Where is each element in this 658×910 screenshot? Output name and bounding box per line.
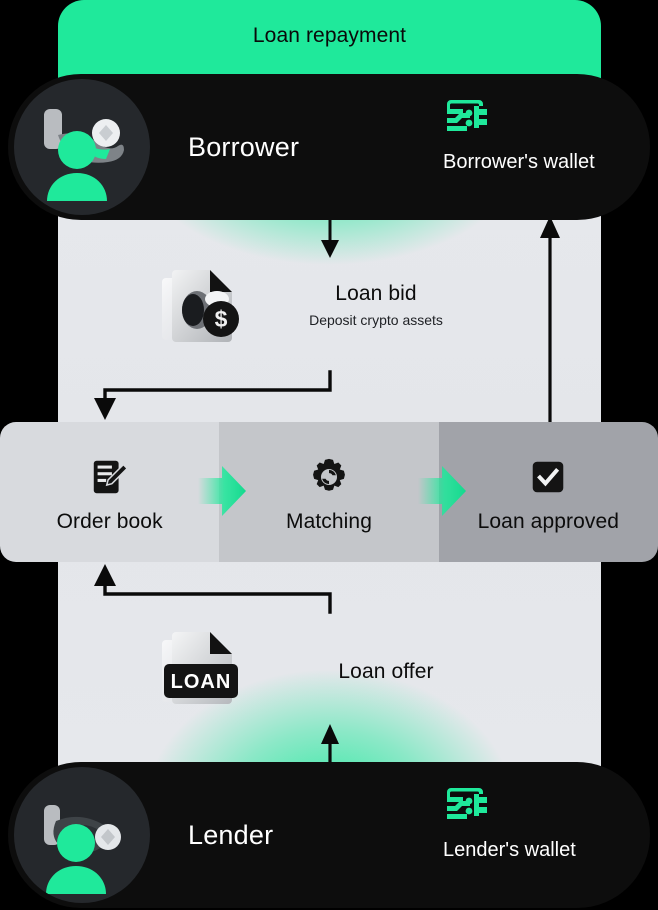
borrower-avatar-icon [14, 79, 150, 215]
step-loan-offer-title: Loan offer [338, 660, 434, 683]
borrower-wallet-label: Borrower's wallet [443, 151, 595, 173]
loan-repayment-label: Loan repayment [252, 24, 407, 47]
step-loan-bid-subtitle: Deposit crypto assets [309, 312, 443, 328]
step-loan-offer: Loan offer [258, 660, 514, 684]
svg-text:$: $ [215, 306, 228, 332]
stage-loan-approved[interactable]: Loan approved [438, 422, 658, 562]
gear-icon [313, 458, 345, 491]
lender-avatar-icon [14, 767, 150, 903]
lender-wallet-group: Lender's wallet [443, 784, 633, 863]
lender-wallet-label: Lender's wallet [443, 839, 576, 861]
stage-order-book[interactable]: Order book [0, 422, 220, 562]
step-loan-bid-title: Loan bid [335, 282, 417, 305]
stage-loan-approved-label: Loan approved [477, 510, 620, 533]
stage-matching-label: Matching [285, 510, 372, 533]
stage-order-book-label: Order book [56, 510, 163, 533]
step-loan-bid: Loan bid Deposit crypto assets [248, 282, 504, 328]
wallet-icon [447, 788, 487, 819]
document-dollar-icon: $ [160, 262, 252, 359]
svg-text:LOAN: LOAN [171, 671, 232, 693]
borrower-bar: Borrower Borrower's wallet [8, 74, 650, 220]
lender-name: Lender [188, 820, 274, 850]
stage-matching[interactable]: Matching [219, 422, 439, 562]
borrower-name: Borrower [188, 132, 300, 162]
lender-bar: Lender Lender's wallet [8, 762, 650, 908]
wallet-icon [447, 100, 487, 131]
stage-bar: Order book Matching Loan approved [0, 422, 658, 562]
check-square-icon [533, 461, 564, 493]
order-book-icon [93, 460, 128, 494]
borrower-wallet-group: Borrower's wallet [443, 96, 633, 175]
document-loan-icon: LOAN [160, 624, 252, 721]
